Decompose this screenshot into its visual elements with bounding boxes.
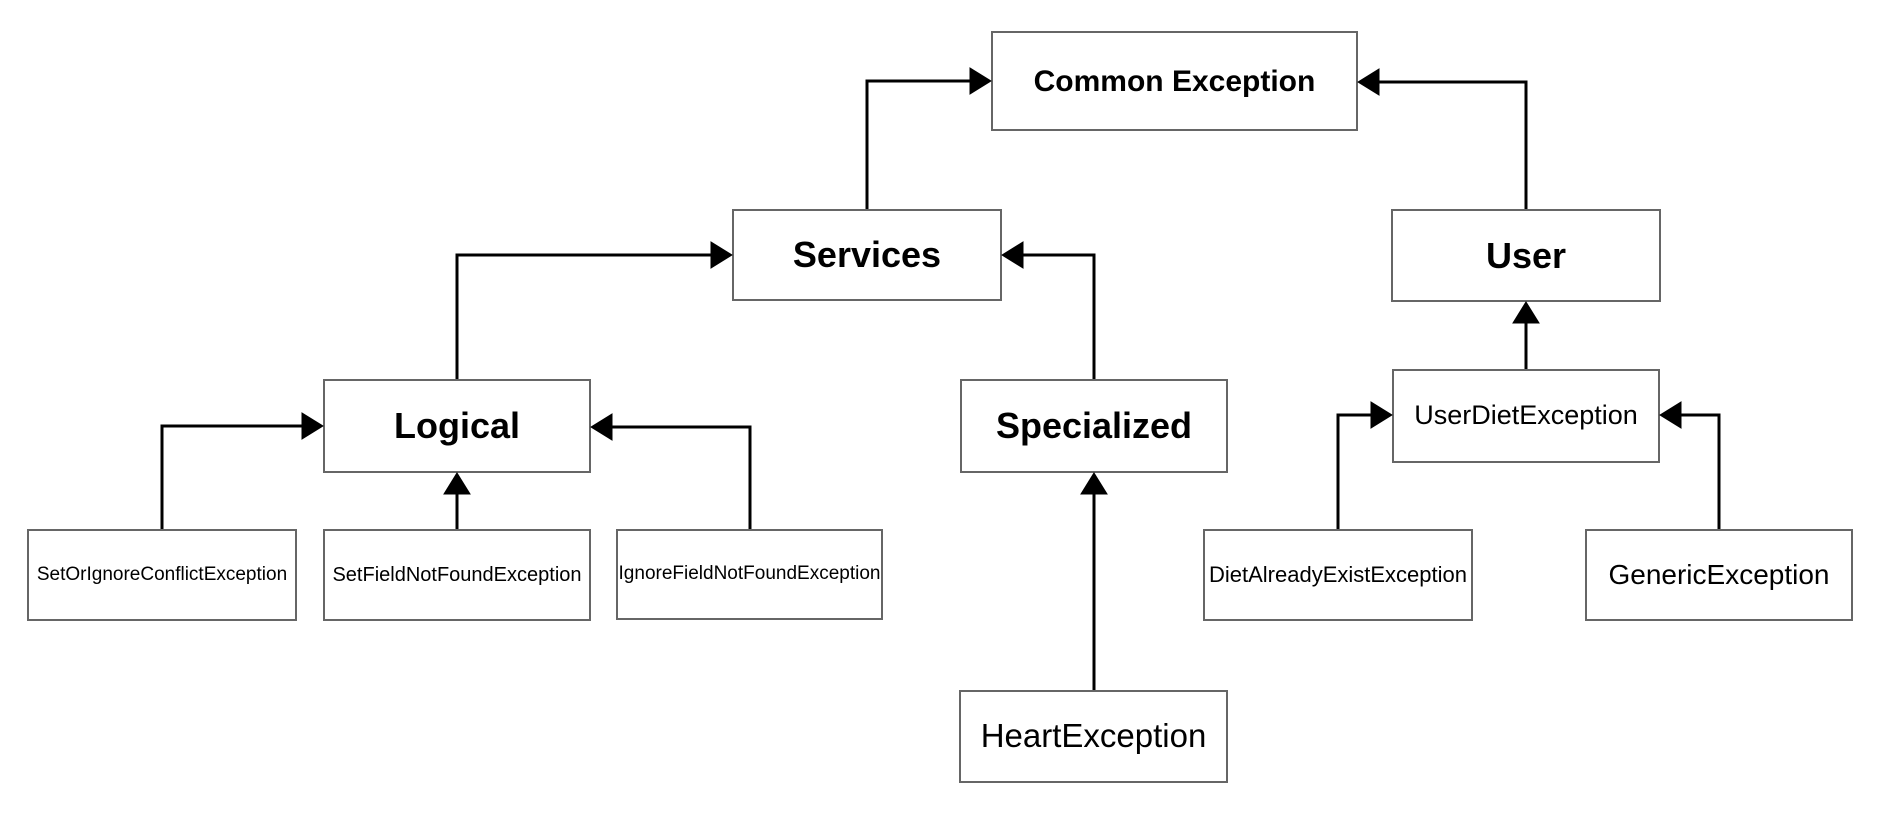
arrowhead-services-to-common-exception [969,67,992,95]
node-label-generic-exception: GenericException [1608,558,1830,590]
node-label-diet-already-exist-exception: DietAlreadyExistException [1208,561,1467,587]
node-user-diet-exception[interactable]: UserDietException [1392,369,1660,463]
node-label-heart-exception: HeartException [980,717,1207,755]
arrowhead-heart-exception-to-specialized [1080,472,1108,495]
node-label-ignore-field-not-found-exception: IgnoreFieldNotFoundException [618,563,881,585]
arrowhead-logical-to-services [710,241,733,269]
arrowhead-ignore-field-not-found-exception-to-logical [590,413,613,441]
node-services[interactable]: Services [732,209,1002,301]
arrowhead-set-or-ignore-conflict-exception-to-logical [301,412,324,440]
node-label-common-exception: Common Exception [1033,64,1316,98]
arrowhead-set-field-not-found-exception-to-logical [443,472,471,495]
node-label-set-field-not-found-exception: SetFieldNotFoundException [332,564,582,586]
edge-set-or-ignore-conflict-exception-to-logical [160,424,302,529]
node-label-specialized: Specialized [995,405,1193,447]
node-set-field-not-found-exception[interactable]: SetFieldNotFoundException [323,529,591,621]
node-label-user: User [1485,234,1567,276]
arrowhead-specialized-to-services [1001,241,1024,269]
arrowhead-generic-exception-to-user-diet-exception [1659,401,1682,429]
node-diet-already-exist-exception[interactable]: DietAlreadyExistException [1203,529,1473,621]
arrowhead-user-to-common-exception [1357,68,1380,96]
edge-generic-exception-to-user-diet-exception [1681,413,1721,529]
node-label-services: Services [792,234,942,276]
edge-logical-to-services [455,253,711,379]
edge-diet-already-exist-exception-to-user-diet-exception [1336,413,1371,529]
node-set-or-ignore-conflict-exception[interactable]: SetOrIgnoreConflictException [27,529,297,621]
arrowhead-user-diet-exception-to-user [1512,301,1540,324]
node-label-set-or-ignore-conflict-exception: SetOrIgnoreConflictException [36,563,288,585]
node-user[interactable]: User [1391,209,1661,302]
node-ignore-field-not-found-exception[interactable]: IgnoreFieldNotFoundException [616,529,883,620]
arrowhead-diet-already-exist-exception-to-user-diet-exception [1370,401,1393,429]
edge-ignore-field-not-found-exception-to-logical [612,425,752,529]
node-logical[interactable]: Logical [323,379,591,473]
edge-specialized-to-services [1023,253,1096,379]
node-generic-exception[interactable]: GenericException [1585,529,1853,621]
node-label-logical: Logical [393,405,521,447]
node-common-exception[interactable]: Common Exception [991,31,1358,131]
edge-services-to-common-exception [865,79,970,209]
edge-user-to-common-exception [1379,80,1528,209]
node-heart-exception[interactable]: HeartException [959,690,1228,783]
node-specialized[interactable]: Specialized [960,379,1228,473]
node-label-user-diet-exception: UserDietException [1414,400,1638,431]
